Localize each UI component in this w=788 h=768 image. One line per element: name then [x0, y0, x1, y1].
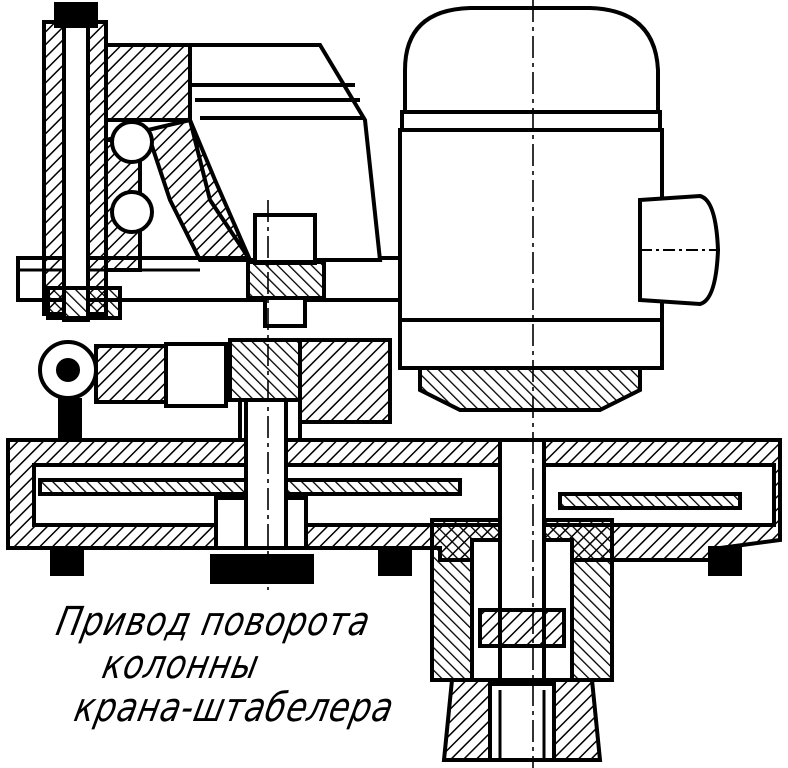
gear-pinion: [38, 338, 392, 442]
output-shaft: [430, 438, 614, 762]
electric-motor: [398, 6, 721, 412]
caption-line-2: колонны: [98, 642, 264, 688]
bearing-assembly: [16, 2, 422, 328]
caption-line-1: Привод поворота: [52, 599, 375, 645]
gearbox-housing: [6, 398, 782, 584]
centre-lines: [267, 0, 534, 768]
caption-line-3: крана-штабелера: [70, 685, 399, 731]
